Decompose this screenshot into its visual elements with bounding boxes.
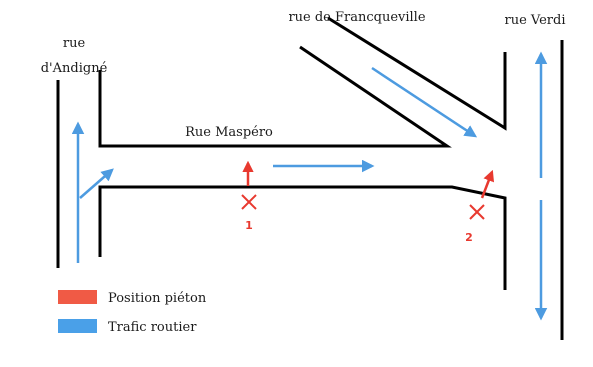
street-outlines	[56, 16, 564, 340]
pedestrian-marker-1: 1	[241, 160, 257, 232]
legend-pedestrian-label: Position piéton	[108, 291, 207, 306]
pedestrian-2-cross-icon	[469, 204, 485, 220]
legend: Position piéton Trafic routier	[58, 290, 207, 335]
rue-maspero-north-curb	[98, 45, 452, 148]
traffic-arrow-francqueville	[371, 66, 478, 138]
street-label-maspero: Rue Maspéro	[185, 125, 273, 140]
street-label-francqueville: rue de Francqueville	[288, 10, 425, 25]
street-label-verdi: rue Verdi	[505, 13, 566, 28]
pedestrian-1-number: 1	[245, 219, 253, 232]
legend-traffic-label: Trafic routier	[108, 320, 197, 335]
pedestrian-marker-2: 2	[465, 169, 495, 244]
rue-francqueville-east-curb	[327, 16, 507, 131]
traffic-arrows	[71, 51, 548, 321]
traffic-arrow-andigne-turn	[79, 168, 114, 199]
legend-pedestrian-swatch	[58, 290, 97, 304]
pedestrian-2-number: 2	[465, 231, 473, 244]
street-label-andigne-line1: rue	[63, 36, 86, 51]
legend-traffic-swatch	[58, 319, 97, 333]
street-label-andigne-line2: d'Andigné	[41, 61, 108, 76]
rue-maspero-south-curb	[98, 185, 507, 290]
pedestrian-1-cross-icon	[241, 194, 257, 210]
pedestrian-2-direction-arrow	[480, 169, 495, 199]
